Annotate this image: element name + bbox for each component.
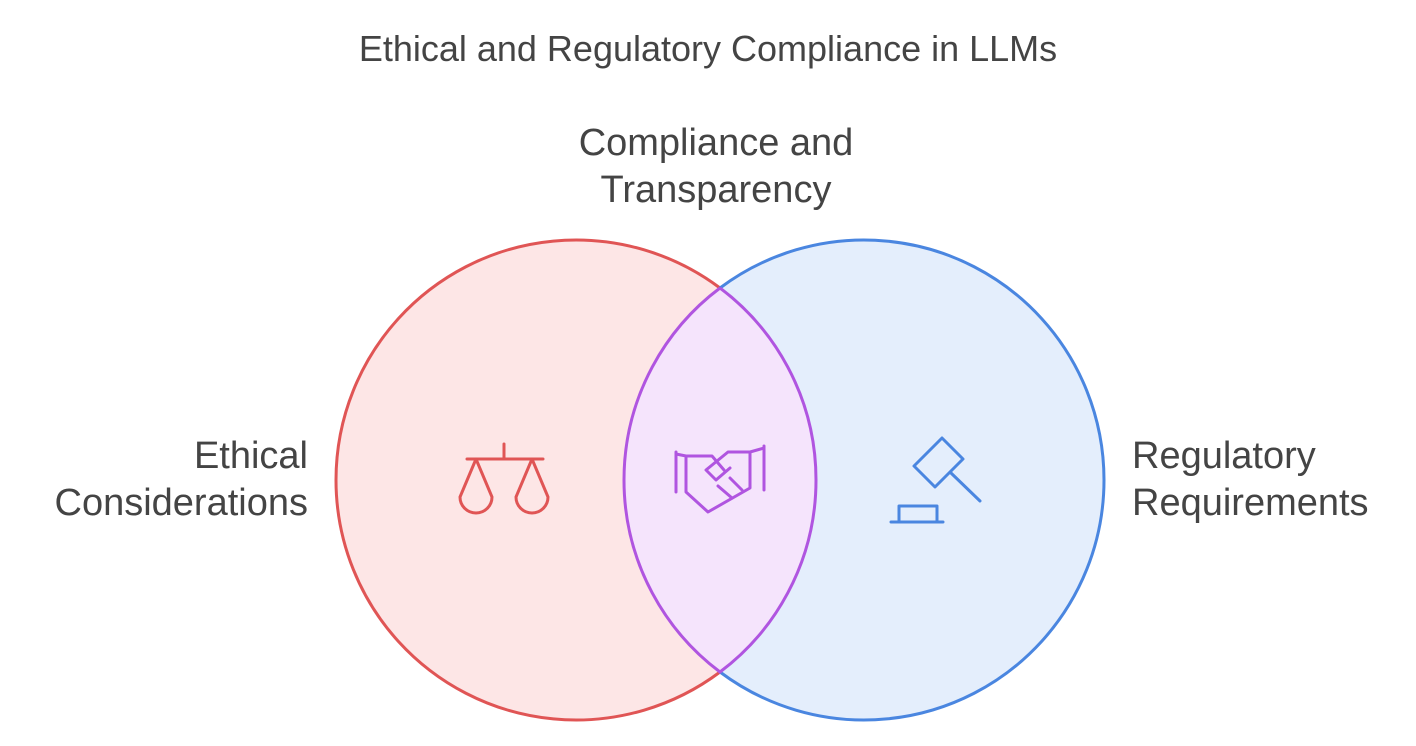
- overlap-label-line2: Transparency: [600, 169, 832, 211]
- diagram-title: Ethical and Regulatory Compliance in LLM…: [358, 28, 1058, 69]
- overlap-label-line1: Compliance and: [578, 122, 854, 164]
- overlap-label: Compliance and Transparency: [516, 120, 916, 214]
- gavel-icon: [889, 436, 982, 524]
- ethical-label-line2: Considerations: [54, 482, 308, 524]
- regulatory-label-line1: Regulatory: [1132, 435, 1316, 477]
- regulatory-label: Regulatory Requirements: [1132, 433, 1369, 527]
- regulatory-circle-outline: [719, 238, 1106, 722]
- ethical-label-line1: Ethical: [193, 435, 308, 477]
- scales-icon: [458, 442, 550, 515]
- overlap-region-fill: [624, 240, 816, 720]
- handshake-icon: [674, 444, 766, 514]
- ethical-label: Ethical Considerations: [55, 433, 308, 527]
- regulatory-label-line2: Requirements: [1132, 482, 1369, 524]
- overlap-region-outline: [622, 286, 818, 674]
- ethical-circle-outline: [334, 238, 721, 722]
